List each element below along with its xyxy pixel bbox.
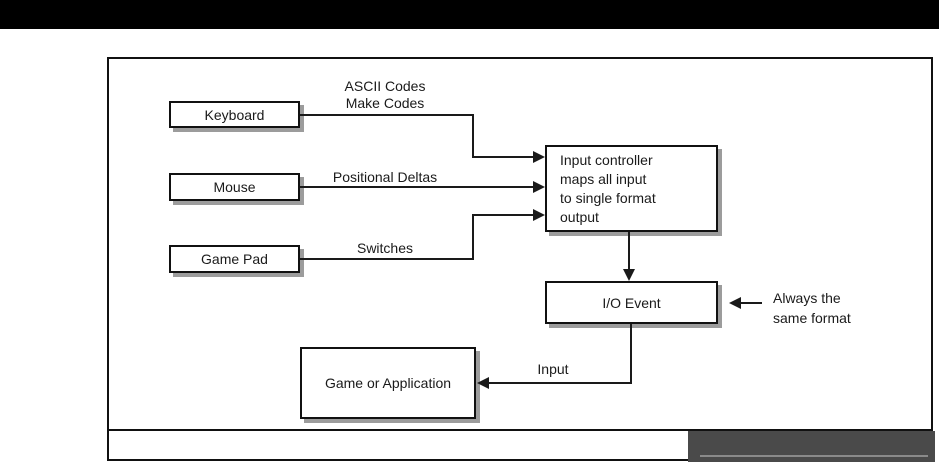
input-controller-node: Input controller maps all input to singl… <box>545 145 718 232</box>
ioevent-to-application-arrowhead-icon <box>477 377 489 389</box>
keyboard-connector-arrowhead-icon <box>533 151 545 163</box>
controller-to-ioevent-arrowhead-icon <box>623 269 635 281</box>
ioevent-to-application-segment <box>489 382 632 384</box>
gamepad-connector-segment <box>472 214 474 260</box>
annotation-arrowhead-icon <box>729 297 741 309</box>
gamepad-edge-label: Switches <box>356 240 414 256</box>
keyboard-edge-label-line: Make Codes <box>345 95 425 111</box>
io-event-node: I/O Event <box>545 281 718 324</box>
diagram-frame <box>107 57 933 461</box>
keyboard-node: Keyboard <box>169 101 300 128</box>
keyboard-connector-segment <box>300 114 474 116</box>
input-controller-line: maps all input <box>560 170 647 187</box>
format-annotation: Always the same format <box>773 288 851 328</box>
mouse-node: Mouse <box>169 173 300 201</box>
gamepad-connector-segment <box>472 214 533 216</box>
frame-footer-divider <box>109 429 931 431</box>
game-or-application-label: Game or Application <box>324 375 452 391</box>
keyboard-connector-segment <box>472 114 474 158</box>
input-controller-line: Input controller <box>560 151 653 168</box>
keyboard-edge-label-line: ASCII Codes <box>344 78 426 94</box>
format-annotation-line: Always the <box>773 290 841 306</box>
scan-artifact-line <box>700 455 928 457</box>
scan-top-bar <box>0 0 939 29</box>
annotation-arrow-segment <box>741 302 762 304</box>
input-edge-label: Input <box>537 361 569 377</box>
input-controller-line: to single format <box>560 189 656 206</box>
format-annotation-line: same format <box>773 310 851 326</box>
mouse-edge-label: Positional Deltas <box>332 169 438 185</box>
ioevent-to-application-segment <box>630 324 632 384</box>
keyboard-node-label: Keyboard <box>204 106 265 123</box>
gamepad-connector-arrowhead-icon <box>533 209 545 221</box>
keyboard-edge-label: ASCII Codes Make Codes <box>330 78 440 112</box>
mouse-connector-segment <box>300 186 533 188</box>
mouse-node-label: Mouse <box>213 179 256 195</box>
keyboard-connector-segment <box>472 156 533 158</box>
io-event-node-label: I/O Event <box>602 294 661 311</box>
game-or-application-node: Game or Application <box>300 347 476 419</box>
gamepad-node: Game Pad <box>169 245 300 273</box>
gamepad-node-label: Game Pad <box>201 251 268 267</box>
mouse-connector-arrowhead-icon <box>533 181 545 193</box>
gamepad-connector-segment <box>300 258 474 260</box>
input-controller-line: output <box>560 208 599 225</box>
controller-to-ioevent-segment <box>628 232 630 270</box>
scan-artifact-strip <box>688 431 935 462</box>
